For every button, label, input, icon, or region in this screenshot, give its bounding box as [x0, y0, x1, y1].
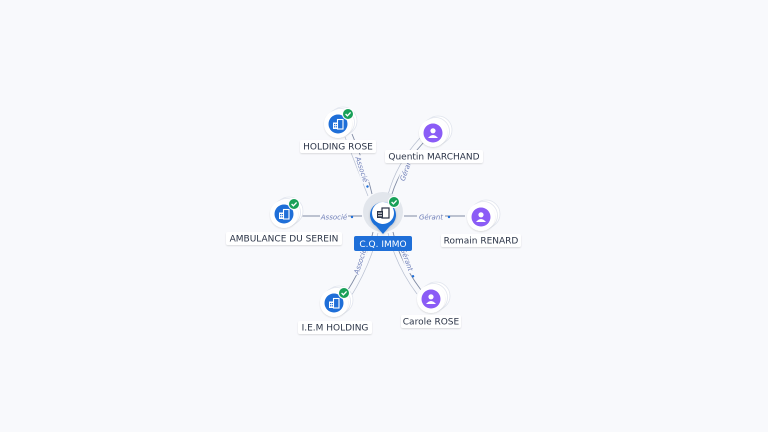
node-carole-rose[interactable]: Carole ROSE: [401, 281, 461, 328]
node-label: AMBULANCE DU SEREIN: [230, 235, 339, 245]
building-icon: [279, 208, 290, 220]
node-label-bg: [441, 234, 521, 247]
edge-ambulance-du-serein: Associé: [300, 213, 362, 222]
person-icon: [426, 294, 436, 304]
edge-label-group: Associé: [353, 154, 371, 188]
node-label: HOLDING ROSE: [303, 143, 373, 153]
person-icon: [476, 212, 486, 222]
verified-check-icon: [342, 108, 354, 120]
nodes-layer: HOLDING ROSE Quentin MARCHAND AMBULANCE DU…: [226, 106, 521, 334]
edge-label-group: Associé: [320, 213, 354, 222]
edge-label: Gérant: [419, 214, 443, 222]
edge-label-bg: [398, 244, 416, 274]
node-label-bg: [385, 150, 483, 163]
edge-quentin-marchand: Gérant: [387, 137, 425, 196]
node-label: I.E.M HOLDING: [302, 324, 369, 334]
edge-label-bg: [417, 213, 445, 221]
node-label: Quentin MARCHAND: [388, 153, 479, 163]
edge-romain-renard: Gérant: [404, 213, 465, 222]
edge-label: Associé: [353, 155, 369, 184]
node-label-bg: [300, 140, 376, 153]
center-label-bg: [354, 236, 412, 251]
node-label-bg: [226, 232, 342, 245]
node-romain-renard[interactable]: Romain RENARD: [441, 199, 521, 247]
verified-check-icon: [388, 196, 400, 208]
node-holding-rose[interactable]: HOLDING ROSE: [300, 106, 376, 153]
edge-arrow: [447, 215, 451, 219]
edge-arrow: [411, 275, 415, 278]
verified-check-icon: [288, 198, 300, 210]
node-quentin-marchand[interactable]: Quentin MARCHAND: [385, 115, 483, 163]
node-label: Romain RENARD: [444, 237, 519, 247]
edge-label-bg: [320, 213, 348, 221]
building-icon: [333, 118, 344, 130]
building-icon: [329, 297, 340, 309]
node-label: Carole ROSE: [403, 318, 460, 328]
verified-check-icon: [338, 287, 350, 299]
edge-label: Associé: [352, 247, 368, 276]
edge-label-bg: [351, 246, 369, 276]
node-ambulance-du-serein[interactable]: AMBULANCE DU SEREIN: [226, 196, 342, 245]
node-label-bg: [401, 315, 461, 328]
edge-label: Associé: [320, 214, 348, 222]
edge-line-secondary: [387, 137, 421, 196]
center-label: C.Q. IMMO: [359, 240, 406, 250]
edge-arrow: [350, 215, 354, 219]
edge-arrow: [366, 185, 369, 188]
person-icon: [428, 128, 438, 138]
center-node[interactable]: C.Q. IMMO: [354, 192, 412, 251]
edge-label-group: Gérant: [417, 213, 451, 222]
node-iem-holding[interactable]: I.E.M HOLDING: [298, 285, 372, 334]
building-icon: [377, 207, 390, 219]
edge-label-bg: [353, 154, 371, 184]
node-label-bg: [298, 321, 372, 334]
